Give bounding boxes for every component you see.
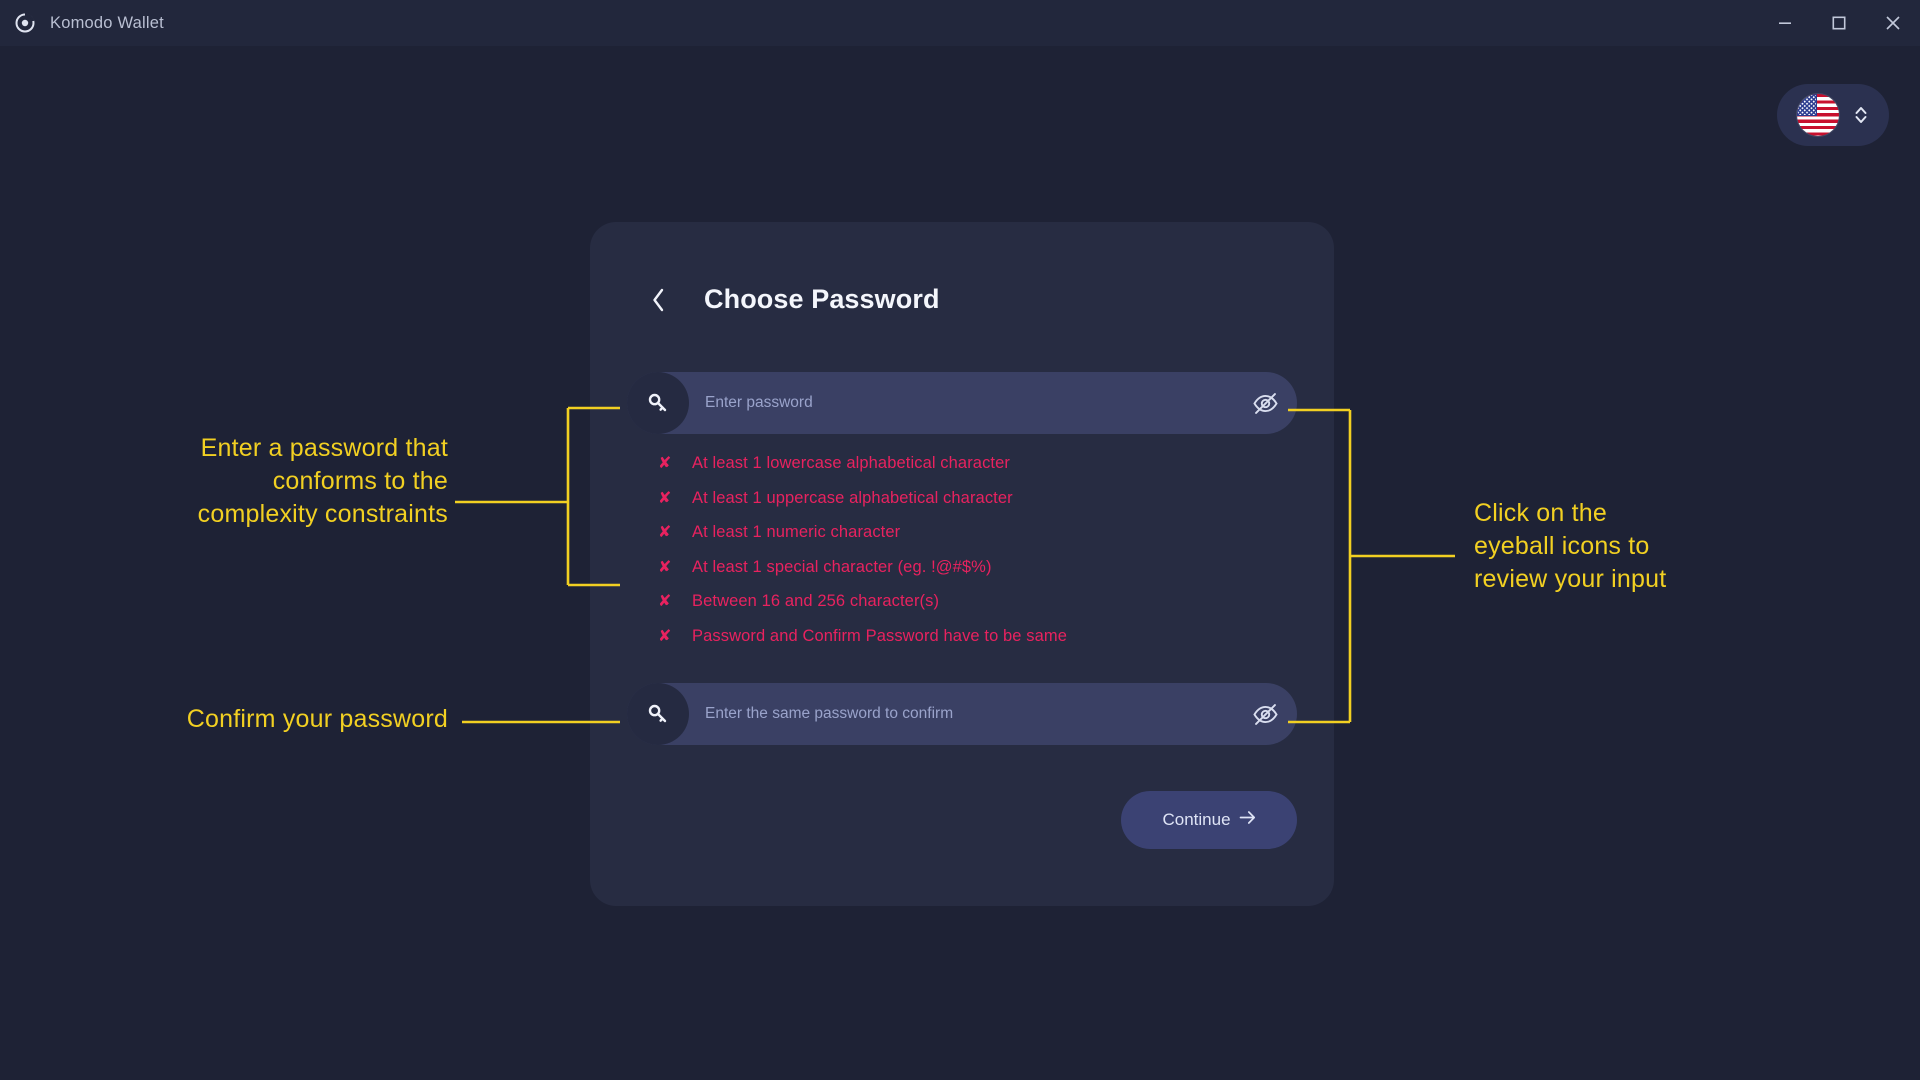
rule-label: At least 1 special character (eg. !@#$%): [692, 557, 992, 576]
rule-label: At least 1 uppercase alphabetical charac…: [692, 488, 1013, 507]
card-header: Choose Password: [646, 284, 940, 315]
continue-button[interactable]: Continue: [1121, 791, 1297, 849]
close-icon[interactable]: [1866, 0, 1920, 46]
page-title: Choose Password: [704, 284, 940, 314]
rule-label: Between 16 and 256 character(s): [692, 592, 940, 610]
maximize-icon[interactable]: [1812, 0, 1866, 46]
password-input[interactable]: [689, 372, 1233, 434]
rule-label: Password and Confirm Password have to be…: [692, 626, 1068, 645]
annotation-password-complexity: Enter a password that conforms to the co…: [197, 434, 448, 528]
chevron-left-icon[interactable]: [646, 285, 672, 315]
password-field[interactable]: [627, 372, 1297, 434]
window-title: Komodo Wallet: [50, 13, 164, 32]
us-flag-icon: [1797, 94, 1839, 136]
validation-rule: ✘ At least 1 lowercase alphabetical char…: [658, 455, 1258, 490]
rule-cross-icon: ✘: [658, 558, 672, 576]
validation-rule: ✘ At least 1 special character (eg. !@#$…: [658, 557, 1258, 594]
rule-cross-icon: ✘: [658, 524, 672, 541]
validation-rule: ✘ At least 1 numeric character: [658, 524, 1258, 559]
continue-button-label: Continue: [1162, 810, 1231, 829]
rule-label: At least 1 numeric character: [692, 523, 901, 541]
password-validation-list: ✘ At least 1 lowercase alphabetical char…: [658, 455, 1258, 662]
validation-rule: ✘ Between 16 and 256 character(s): [658, 593, 1258, 628]
eye-off-icon[interactable]: [1233, 683, 1297, 745]
rule-cross-icon: ✘: [658, 593, 672, 610]
komodo-circle-logo-icon: [14, 12, 36, 34]
choose-password-card: Choose Password ✘ At least 1 lowercase a…: [590, 222, 1334, 906]
arrow-right-icon: [1239, 810, 1256, 830]
minimize-icon[interactable]: [1758, 0, 1812, 46]
eye-off-icon[interactable]: [1233, 372, 1297, 434]
confirm-password-field[interactable]: [627, 683, 1297, 745]
key-icon: [627, 372, 689, 434]
annotation-eyeball-toggle: Click on the eyeball icons to review you…: [1474, 499, 1667, 593]
rule-cross-icon: ✘: [658, 627, 672, 645]
validation-rule: ✘ At least 1 uppercase alphabetical char…: [658, 488, 1258, 525]
validation-rule: ✘ Password and Confirm Password have to …: [658, 626, 1258, 663]
key-icon: [627, 683, 689, 745]
rule-cross-icon: ✘: [658, 489, 672, 507]
confirm-password-input[interactable]: [689, 683, 1233, 745]
chevron-updown-icon[interactable]: [1853, 104, 1869, 126]
rule-cross-icon: ✘: [658, 455, 672, 472]
annotation-confirm-password: Confirm your password: [186, 705, 448, 733]
language-selector[interactable]: [1777, 84, 1889, 146]
rule-label: At least 1 lowercase alphabetical charac…: [692, 454, 1010, 472]
titlebar: Komodo Wallet: [0, 0, 1920, 46]
